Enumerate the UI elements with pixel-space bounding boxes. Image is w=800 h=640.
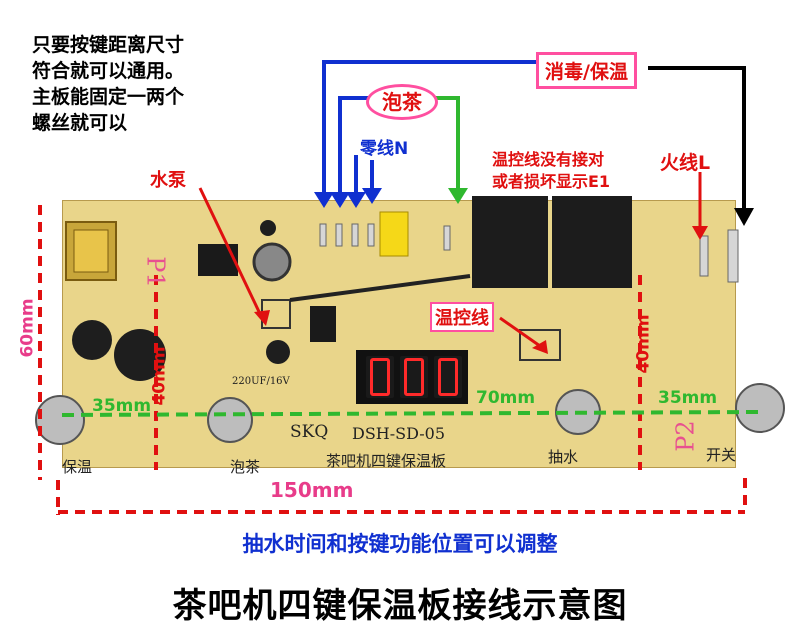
capacitor-small: [260, 220, 276, 236]
capacitor: [72, 320, 112, 360]
note-line: 只要按键距离尺寸: [32, 34, 185, 56]
led-digit: [434, 356, 462, 398]
diagram-title: 茶吧机四键保温板接线示意图: [172, 586, 628, 626]
led-digit: [400, 356, 428, 398]
dimension-150mm: 150mm: [270, 478, 354, 502]
button-spacing-line: [61, 410, 761, 417]
transistor: [310, 306, 336, 342]
dimension-35mm-left: 35mm: [92, 396, 152, 416]
connector-pins: [319, 223, 739, 283]
led-digit: [366, 356, 394, 398]
silk-btn-brew-tea: 泡茶: [230, 458, 261, 476]
silk-btn-power: 开关: [706, 446, 737, 464]
label-water-pump: 水泵: [150, 170, 186, 191]
silk-p1: P1: [141, 256, 170, 288]
silk-btn-pump-water: 抽水: [548, 448, 579, 466]
dimension-60mm: 60mm: [17, 298, 38, 358]
silk-btn-keep-warm: 保温: [62, 458, 93, 476]
dimension-40mm-right: 40mm: [633, 314, 654, 374]
capacitor-silver: [252, 242, 292, 282]
film-capacitor: [379, 211, 409, 257]
dimension-35mm-right: 35mm: [658, 388, 718, 408]
capacitor-220uf: [266, 340, 290, 364]
trace: [289, 274, 471, 302]
ic-chip: [198, 244, 238, 276]
label-paocha-oval: 泡茶: [366, 84, 438, 120]
label-sensor-wire: 温控线: [430, 302, 494, 332]
relay-1: [472, 196, 548, 288]
label-neutral-wire: 零线N: [360, 139, 409, 159]
note-line: 螺丝就可以: [32, 112, 128, 134]
note-line: 符合就可以通用。: [32, 60, 185, 82]
dimension-70mm: 70mm: [476, 388, 536, 408]
label-xiaodu-baowen: 消毒/保温: [536, 52, 637, 89]
transformer-core: [73, 229, 109, 273]
silk-p2: P2: [671, 420, 700, 452]
silk-capacitor-spec: 220UF/16V: [232, 376, 290, 387]
dimension-lines: [38, 205, 747, 515]
label-sensor-note-1: 温控线没有接对: [492, 150, 605, 169]
usage-note: 只要按键距离尺寸 符合就可以通用。 主板能固定一两个 螺丝就可以: [32, 32, 262, 136]
silk-brand: SKQ: [290, 422, 329, 442]
dimension-40mm-left: 40mm: [149, 346, 170, 406]
relay-2: [552, 196, 632, 288]
label-sensor-note-2: 或者损坏显示E1: [492, 172, 611, 191]
silk-board-name: 茶吧机四键保温板: [326, 452, 447, 470]
silk-model: DSH-SD-05: [352, 424, 445, 443]
sensor-connector: [519, 329, 561, 361]
wire-lines: [322, 60, 746, 218]
button-springs: [35, 383, 785, 445]
adjustable-note: 抽水时间和按键功能位置可以调整: [242, 532, 558, 556]
arrows: [198, 172, 754, 354]
note-line: 主板能固定一两个: [32, 86, 185, 108]
label-live-wire: 火线L: [660, 152, 711, 174]
capacitor-large: [114, 329, 166, 381]
